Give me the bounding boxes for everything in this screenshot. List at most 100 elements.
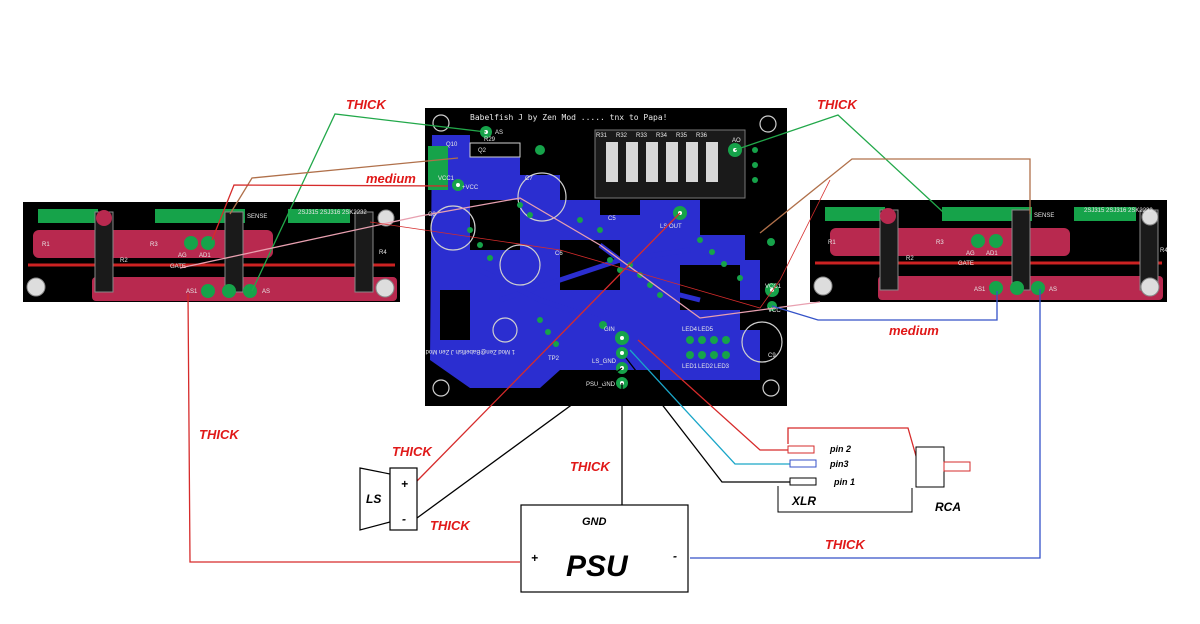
right-label-as: AS <box>1049 287 1057 293</box>
label-mirrored: 1 Mod Zen@Babelfish J Zen Mod <box>426 348 515 354</box>
label-led5: LED5 <box>698 327 714 333</box>
left-label-parts: 2SJ315 2SJ316 2SK2232 <box>298 210 367 216</box>
mount-hole-tl <box>432 114 450 132</box>
xlr-connector: pin 2 pin3 pin 1 XLR <box>777 444 913 513</box>
label-r33: R33 <box>636 133 648 139</box>
rca-label: RCA <box>935 500 961 514</box>
wire-black-pin1 <box>625 357 790 483</box>
ls-plus-label: + <box>401 477 408 491</box>
xlr-pin1-label: pin 1 <box>833 477 855 487</box>
wire-red-pin2 <box>637 339 788 451</box>
label-thick-top-left: THICK <box>346 97 387 112</box>
wire-cyan-pin3 <box>629 349 790 465</box>
wire-pink-cross <box>179 197 821 319</box>
label-thick-ls-bottom: THICK <box>430 518 471 533</box>
label-led3: LED3 <box>714 364 730 370</box>
wire-red-left-medium <box>211 184 449 241</box>
right-label-r3: R3 <box>936 240 944 246</box>
left-label-r4: R4 <box>379 250 387 256</box>
xlr-pin3-label: pin3 <box>829 459 849 469</box>
label-q2: Q2 <box>478 148 487 154</box>
psu-label: PSU <box>566 550 629 583</box>
wire-blue-medium <box>771 291 998 321</box>
main-board: Babelfish J by Zen Mod ..... tnx to Papa… <box>425 108 787 406</box>
wire-green-right <box>734 114 944 213</box>
label-as: AS <box>495 130 503 136</box>
label-ls-gnd: LS_GND <box>592 359 617 365</box>
wire-red-rca <box>787 427 921 471</box>
label-thick-ls-top: THICK <box>392 444 433 459</box>
wire-blue-psu-minus <box>690 289 1041 559</box>
label-tp2: TP2 <box>548 356 560 362</box>
ls-label: LS <box>366 492 381 506</box>
wire-labels: THICK medium THICK medium THICK THICK TH… <box>199 97 939 552</box>
capacitor-c8 <box>430 205 476 251</box>
label-ao: AO <box>732 138 741 144</box>
right-label-as1: AS1 <box>974 287 986 293</box>
wires <box>179 113 1041 563</box>
label-led2: LED2 <box>698 364 714 370</box>
capacitor-c6 <box>499 244 541 286</box>
left-label-as: AS <box>262 289 270 295</box>
label-medium-left: medium <box>366 171 416 186</box>
psu-minus-label: - <box>673 549 677 563</box>
label-r34: R34 <box>656 133 668 139</box>
right-label-r2: R2 <box>906 256 914 262</box>
left-output-board: SENSE GATE AG AD1 AS1 AS 2SJ315 2SJ316 2… <box>23 202 400 302</box>
left-label-gate: GATE <box>170 264 186 270</box>
resistor-bank <box>594 129 746 199</box>
wire-brown-right <box>759 158 1031 234</box>
wire-red-cross <box>369 179 831 309</box>
label-c9: C9 <box>768 353 776 359</box>
left-label-sense: SENSE <box>247 214 267 220</box>
left-label-r2: R2 <box>120 258 128 264</box>
wire-red-psu-plus <box>187 293 520 563</box>
right-label-sense: SENSE <box>1034 213 1054 219</box>
right-label-parts: 2SJ315 2SJ316 2SK2232 <box>1084 208 1153 214</box>
label-thick-top-right: THICK <box>817 97 858 112</box>
capacitor-c7 <box>517 172 567 222</box>
psu-box: GND PSU + - <box>520 504 689 593</box>
label-thick-psu-gnd: THICK <box>570 459 611 474</box>
label-r36: R36 <box>696 133 708 139</box>
label-thick-left: THICK <box>199 427 240 442</box>
left-label-ad1: AD1 <box>199 253 211 259</box>
mount-hole-bl <box>432 379 450 397</box>
label-vcc2: +VCC <box>462 185 479 191</box>
label-led1: LED1 <box>682 364 698 370</box>
label-led4: LED4 <box>682 327 698 333</box>
label-c7: C7 <box>525 176 533 182</box>
label-vcc1: VCC1 <box>438 176 455 182</box>
label-r31: R31 <box>596 133 608 139</box>
left-label-r3: R3 <box>150 242 158 248</box>
label-gin: GIN <box>604 327 615 333</box>
xlr-pin2-label: pin 2 <box>829 444 851 454</box>
label-c5: C5 <box>608 216 616 222</box>
wire-black-ls-minus <box>416 367 623 519</box>
right-label-ag: AG <box>966 251 975 257</box>
label-c8: C8 <box>428 212 436 218</box>
label-ls-out: LS OUT <box>660 224 682 230</box>
label-psu-gnd: PSU_GND <box>586 382 616 388</box>
label-vcc-right: VCC <box>768 308 781 314</box>
label-vcc1-right: VCC1 <box>765 284 782 290</box>
wire-green-left <box>251 113 487 292</box>
label-r32: R32 <box>616 133 628 139</box>
wire-red-ls-plus <box>416 212 681 482</box>
right-label-ad1: AD1 <box>986 251 998 257</box>
mount-hole-tr <box>759 115 777 133</box>
right-label-r4: R4 <box>1160 248 1168 254</box>
label-thick-bottom-right: THICK <box>825 537 866 552</box>
xlr-label: XLR <box>791 494 816 508</box>
label-c6: C6 <box>555 251 563 257</box>
label-medium-right: medium <box>889 323 939 338</box>
capacitor-c9 <box>741 321 783 363</box>
loudspeaker: LS + - <box>359 467 418 531</box>
right-output-board: SENSE GATE AG AD1 AS1 AS 2SJ315 2SJ316 2… <box>810 200 1168 302</box>
psu-plus-label: + <box>531 551 538 565</box>
board-title: Babelfish J by Zen Mod ..... tnx to Papa… <box>470 113 667 122</box>
label-r29: R29 <box>484 137 496 143</box>
mount-hole-br <box>762 379 780 397</box>
left-label-as1: AS1 <box>186 289 198 295</box>
